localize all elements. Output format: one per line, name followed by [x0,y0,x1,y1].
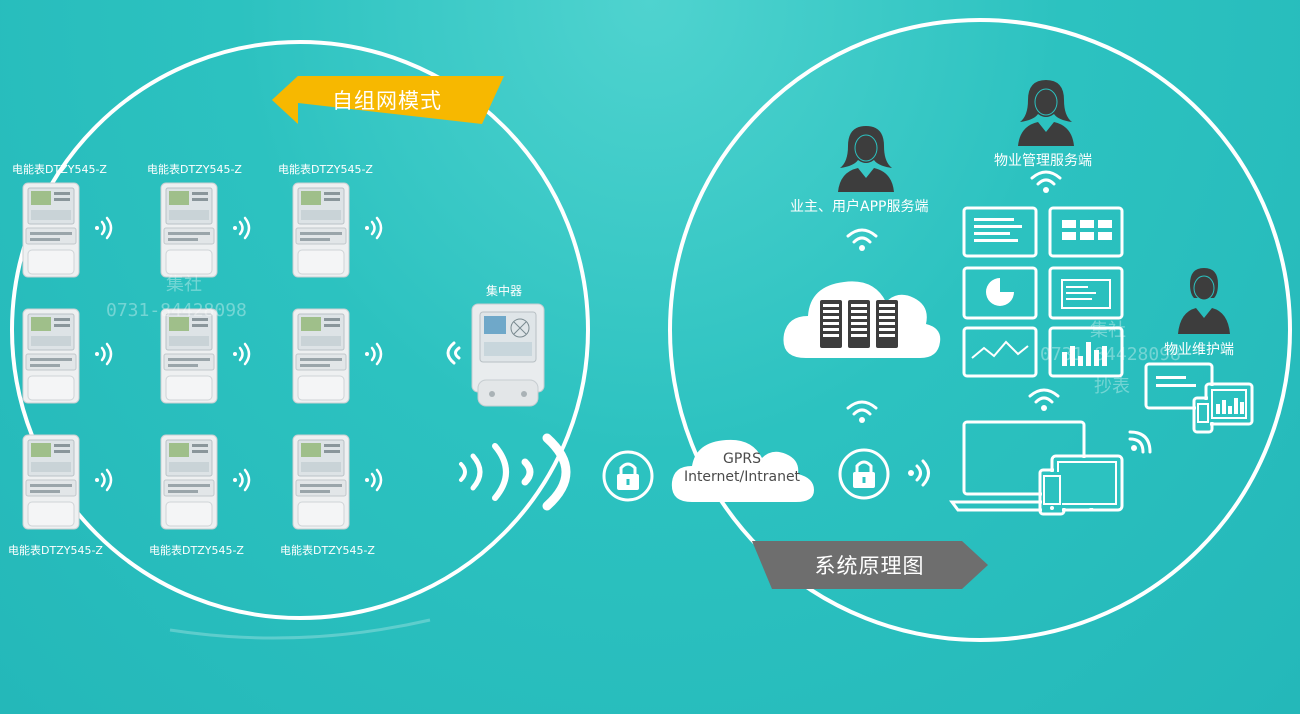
monitor-grid [962,206,1124,378]
left-circle [10,40,590,620]
concentrator-device [471,303,545,407]
lock-icon [602,450,654,502]
watermark-phone: 0731-84428098 [1040,344,1181,365]
signal-icon [94,216,114,244]
signal-icon [364,216,384,244]
wifi-icon [1030,170,1062,193]
lock-icon [838,448,890,500]
meter-device [292,308,350,404]
meter-label: 电能表DTZY545-Z [8,544,103,557]
signal-icon [364,468,384,496]
banner-left-shape [272,76,504,124]
meter-label: 电能表DTZY545-Z [12,163,107,176]
meter-label: 电能表DTZY545-Z [278,163,373,176]
signal-icon [94,468,114,496]
watermark-read: 抄表 [1094,376,1130,397]
gprs-line2: Internet/Intranet [683,469,801,485]
gprs-cloud-icon [671,439,814,502]
meter-device [22,308,80,404]
big-signal-icon [459,433,571,511]
meter-device [160,182,218,278]
meter-device [22,182,80,278]
property-mgmt-label: 物业管理服务端 [994,153,1092,169]
signal-icon [232,468,252,496]
property-maint-label: 物业维护端 [1164,342,1234,358]
banner-right-shape [752,541,988,589]
meter-device [292,182,350,278]
signal-icon [364,342,384,370]
wifi-icon [846,228,878,251]
right-circle [668,18,1292,642]
user-icon [1178,268,1230,334]
watermark-name: 集社 [1090,320,1126,341]
signal-icon [232,216,252,244]
concentrator-label: 集中器 [486,284,523,298]
meter-device [292,434,350,530]
banner-left-text: 自组网模式 [332,89,442,113]
signal-icon [908,459,930,487]
wifi-icon [1028,388,1060,411]
wifi-icon [1128,430,1152,454]
meter-label: 电能表DTZY545-Z [147,163,242,176]
gprs-line1: GPRS [723,451,761,467]
watermark-phone: 0731-84428098 [106,300,247,321]
meter-device [160,308,218,404]
server-cloud-icon [783,281,941,358]
devices-group [949,420,1124,516]
signal-icon [232,342,252,370]
meter-device [160,434,218,530]
meter-label: 电能表DTZY545-Z [280,544,375,557]
maint-devices-group [1144,362,1254,434]
meter-device [22,434,80,530]
signal-icon [94,342,114,370]
gprs-label: GPRS Internet/Intranet [668,450,816,486]
meter-label: 电能表DTZY545-Z [149,544,244,557]
banner-right-text: 系统原理图 [814,554,925,578]
user-icon [1018,80,1074,146]
concentrator-signal-icon [446,341,461,365]
user-icon [838,126,894,192]
watermark-name: 集社 [166,274,202,295]
owner-app-label: 业主、用户APP服务端 [790,199,929,215]
reflection-arc [169,618,431,640]
wifi-icon [846,400,878,423]
